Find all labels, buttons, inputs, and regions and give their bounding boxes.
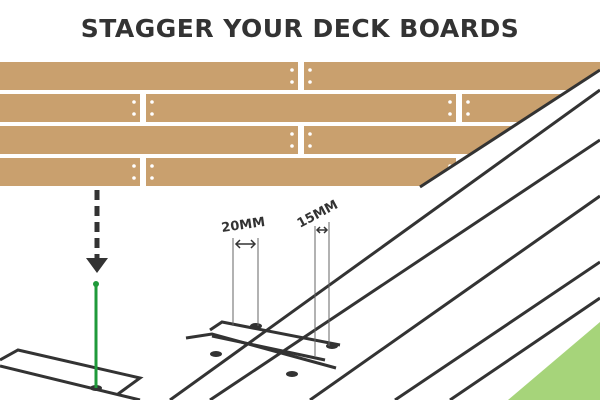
grass-patch [508,322,600,400]
plate-upper [209,320,341,347]
joist-edge-2 [209,138,600,400]
deck-board [146,94,456,122]
deck-board [304,126,600,154]
deck-board [0,126,298,154]
page-title: STAGGER YOUR DECK BOARDS [80,14,520,43]
joist-top-edge [419,68,600,189]
plate-lower [185,332,337,370]
deck-board [146,158,456,186]
joist-edge-3 [309,194,600,400]
gap-marker-20mm: 20MM [220,215,266,249]
left-joist [0,348,144,396]
screw-hole [210,351,222,357]
screw-hole [286,371,298,377]
gap-label-20mm: 20MM [220,215,266,236]
gap-marker-15mm: 15MM [295,198,341,234]
deck-board [0,158,140,186]
guide-pin [93,281,99,388]
plate-seam [211,334,326,362]
joist-frame [0,88,600,400]
deck-boards [0,62,600,186]
board-screws [132,68,470,180]
deck-board [462,158,600,186]
deck-board [462,94,600,122]
screw-hole [250,323,262,329]
screw-hole [326,343,338,349]
gap-label-15mm: 15MM [295,198,341,232]
joist-edge-5 [449,296,600,400]
deck-board [304,62,600,90]
joist-edge-1 [169,88,600,400]
measure-guides [232,222,330,356]
down-arrow [86,190,108,273]
deck-board [0,94,140,122]
deck-board [0,62,298,90]
joist-edge-4 [394,260,600,400]
left-joist-edge [0,364,141,400]
